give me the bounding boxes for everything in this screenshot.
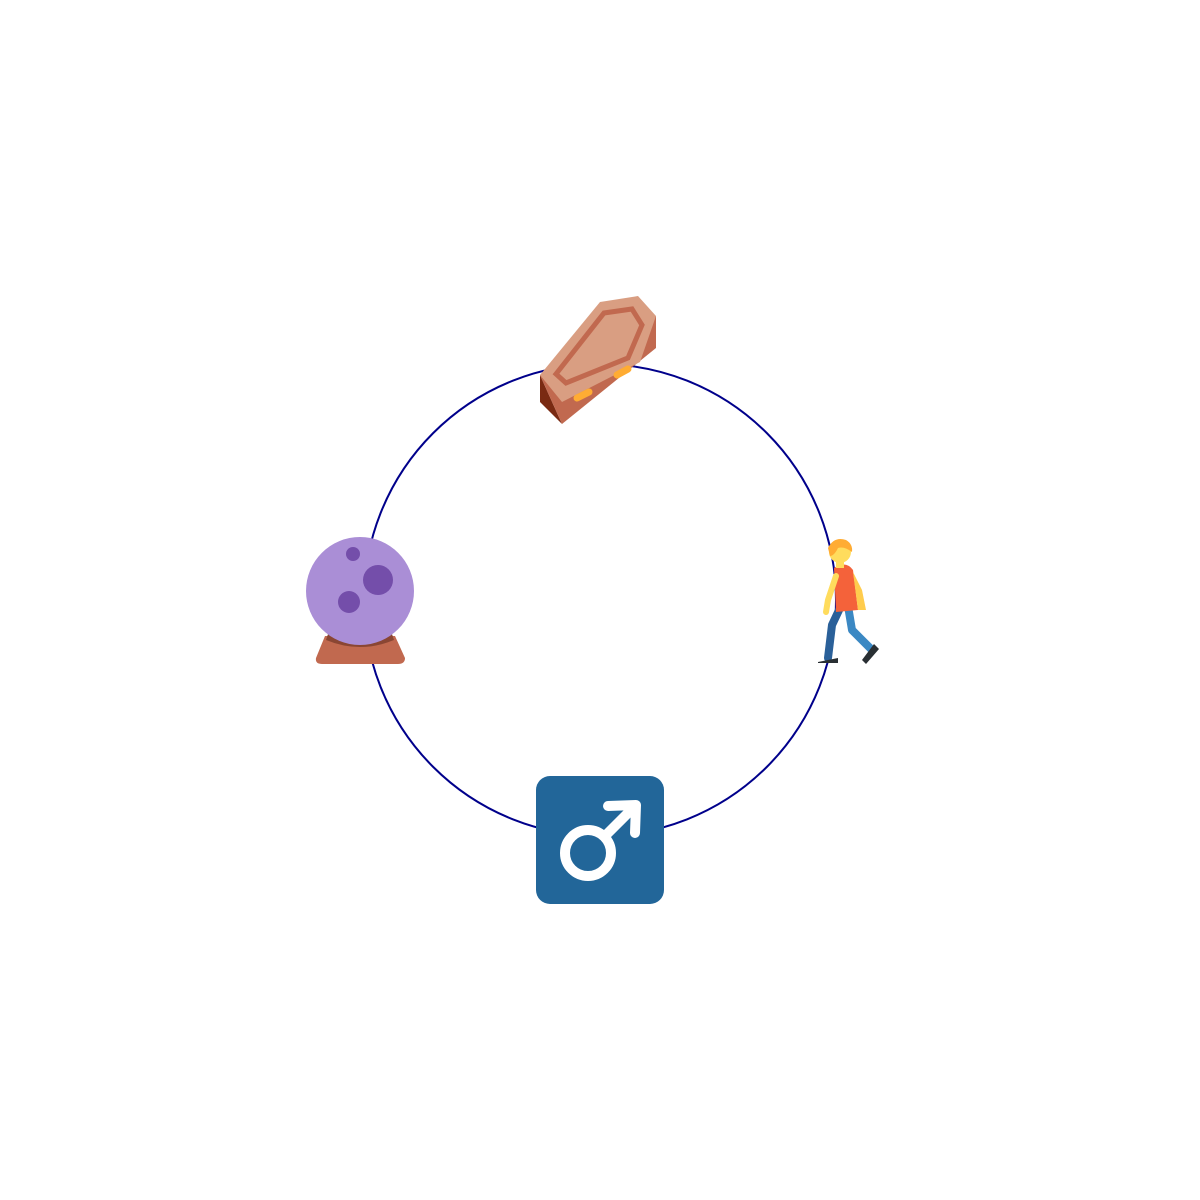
cycle-ring [363, 363, 837, 837]
crystal-ball-icon [306, 537, 414, 664]
male-sign-icon [536, 776, 664, 904]
person-walking-icon [818, 539, 879, 664]
coffin-icon [540, 296, 656, 424]
